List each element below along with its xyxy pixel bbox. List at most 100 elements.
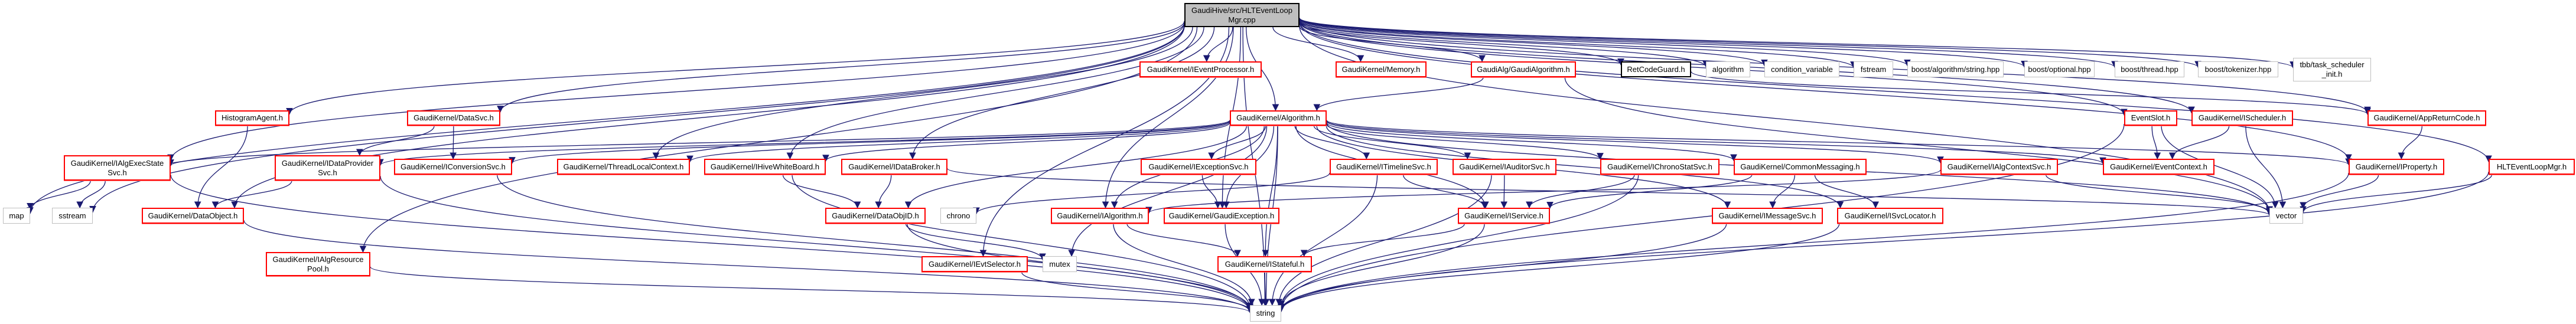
edge-HLTEventLoopMgr-to-string [1278,171,2489,313]
edge-IProperty-to-vector [2300,174,2379,209]
edge-root-to-algorithm [1299,21,1709,68]
edge-IHiveWhiteBoard-to-string [792,174,1253,310]
node-mutex[interactable]: mutex [1043,256,1077,272]
node-threadlocalcontext[interactable]: GaudiKernel/ThreadLocalContext.h [557,159,690,175]
node-sstream[interactable]: sstream [52,208,93,224]
edge-IService-to-string [1278,223,1485,308]
node-iconversionsvc[interactable]: GaudiKernel/IConversionSvc.h [394,159,512,175]
node-histogramagent[interactable]: HistogramAgent.h [215,110,289,126]
edge-root-to-tbb [1299,17,2297,68]
node-chrono[interactable]: chrono [940,208,976,224]
edge-Algorithm-to-IStateful [1262,125,1278,257]
node-iproperty[interactable]: GaudiKernel/IProperty.h [2349,159,2444,175]
node-ihivewhiteboard[interactable]: GaudiKernel/IHiveWhiteBoard.h [704,159,826,175]
edge-DataSvc-to-IConversionSvc [450,125,457,160]
edge-IScheduler-to-vector [2245,125,2287,209]
edge-root-to-boost_string [1299,19,1911,67]
edge-root-to-IProperty [1299,22,2352,162]
node-idatabroker[interactable]: GaudiKernel/IDataBroker.h [841,159,947,175]
edge-IDataProviderSvc-to-string [380,176,1253,312]
node-root[interactable]: GaudiHive/src/HLTEventLoop Mgr.cpp [1184,3,1300,27]
node-iservice[interactable]: GaudiKernel/IService.h [1458,208,1550,224]
edge-Algorithm-to-IAlgContextSvc [1326,120,1944,163]
node-memory[interactable]: GaudiKernel/Memory.h [1336,61,1427,77]
edge-root-to-IHiveWhiteBoard [786,27,1204,160]
edge-root-to-condition_variable [1299,20,1768,67]
node-eventcontext[interactable]: GaudiKernel/EventContext.h [2103,159,2214,175]
edge-root-to-RetCodeGuard [1299,22,1624,66]
node-itimelinesvc[interactable]: GaudiKernel/ITimelineSvc.h [1330,159,1438,175]
node-boost-optional[interactable]: boost/optional.hpp [2024,61,2095,77]
edge-CommonMessaging-to-IMessageSvc [1769,174,1796,209]
edge-root-to-HLTEventLoopMgr [1299,21,2492,163]
edge-Algorithm-to-EventContext [1326,120,2106,165]
edge-DataObject-to-string [243,220,1253,313]
edge-ITimelineSvc-to-chrono [973,172,1330,215]
edge-IHiveWhiteBoard-to-DataObjID [782,174,861,209]
node-iauditorsvc[interactable]: GaudiKernel/IAuditorSvc.h [1453,159,1556,175]
node-hlteventloopmgr[interactable]: HLTEventLoopMgr.h [2489,159,2575,175]
edge-root-to-boost_thread [1299,18,2118,68]
edge-HLTEventLoopMgr-to-vector [2300,174,2493,213]
node-algorithm[interactable]: algorithm [1706,61,1750,77]
node-boost-tokenizer[interactable]: boost/tokenizer.hpp [2198,61,2278,77]
edge-EventSlot-to-string [1278,123,2125,311]
node-boost-string[interactable]: boost/algorithm/string.hpp [1907,61,2004,77]
node-iexceptionsvc[interactable]: GaudiKernel/IExceptionSvc.h [1141,159,1256,175]
node-ialgresourcepool[interactable]: GaudiKernel/IAlgResource Pool.h [266,252,370,276]
node-tbb[interactable]: tbb/task_scheduler _init.h [2293,58,2371,81]
node-retcodeguard[interactable]: RetCodeGuard.h [1621,61,1691,77]
node-gaudialgorithm[interactable]: GaudiAlg/GaudiAlgorithm.h [1471,61,1576,77]
edge-IConversionSvc-to-string [497,174,1253,312]
node-gaudiexception[interactable]: GaudiKernel/GaudiException.h [1164,208,1279,224]
node-idataprovidersvc[interactable]: GaudiKernel/IDataProvider Svc.h [275,155,380,181]
edge-IDataProviderSvc-to-DataObject [211,180,292,209]
node-isvclocator[interactable]: GaudiKernel/ISvcLocator.h [1837,208,1943,224]
node-istateful[interactable]: GaudiKernel/IStateful.h [1217,256,1312,272]
edge-Algorithm-to-ThreadLocalContext [686,121,1230,163]
node-algorithm[interactable]: GaudiKernel/Algorithm.h [1230,110,1327,126]
node-condition-variable[interactable]: condition_variable [1764,61,1839,77]
edge-IAlgContextSvc-to-IAlgorithm [1145,169,1941,214]
edge-root-to-map [27,24,1185,214]
node-ichronostatsvc[interactable]: GaudiKernel/IChronoStatSvc.h [1600,159,1719,175]
node-eventslot[interactable]: EventSlot.h [2124,110,2177,126]
edge-root-to-IAlgExecStateSvc [167,22,1185,162]
edge-EventSlot-to-vector [2161,125,2279,209]
edge-RetCodeGuard-to-AppReturnCode [1691,71,2371,115]
edge-DataObjID-to-string [907,223,1253,310]
node-boost-thread[interactable]: boost/thread.hpp [2115,61,2184,77]
node-fstream[interactable]: fstream [1854,61,1893,77]
node-imessagesvc[interactable]: GaudiKernel/IMessageSvc.h [1712,208,1823,224]
node-dataobjid[interactable]: GaudiKernel/DataObjID.h [825,208,926,224]
node-appreturncode[interactable]: GaudiKernel/AppReturnCode.h [2367,110,2486,126]
node-ievtselector[interactable]: GaudiKernel/IEvtSelector.h [921,256,1028,272]
edge-root-to-boost_tokenizer [1299,18,2202,68]
node-ischeduler[interactable]: GaudiKernel/IScheduler.h [2191,110,2293,126]
edge-HistogramAgent-to-DataObject [194,125,248,209]
node-ieventprocessor[interactable]: GaudiKernel/IEventProcessor.h [1139,61,1262,77]
node-commonmessaging[interactable]: GaudiKernel/CommonMessaging.h [1734,159,1867,175]
edge-IDataBroker-to-vector [947,168,2273,216]
node-ialgexecstatesvc[interactable]: GaudiKernel/IAlgExecState Svc.h [64,155,171,181]
edge-AppReturnCode-to-IProperty [2398,125,2423,160]
edge-ITimelineSvc-to-string [1268,174,1378,306]
edge-root-to-IAlgorithm [1102,27,1234,209]
edge-EventSlot-to-EventContext [2151,125,2161,160]
edge-IAlgorithm-to-string [1113,223,1255,306]
edge-Algorithm-to-IHiveWhiteBoard [822,122,1230,162]
node-map[interactable]: map [3,208,30,224]
node-ialgcontextsvc[interactable]: GaudiKernel/IAlgContextSvc.h [1940,159,2058,175]
edge-Algorithm-to-mutex [1068,125,1268,257]
node-dataobject[interactable]: GaudiKernel/DataObject.h [142,208,244,224]
edge-root-to-IDataBroker [909,27,1215,160]
node-ialgorithm[interactable]: GaudiKernel/IAlgorithm.h [1051,208,1149,224]
edge-Algorithm-to-IChronoStatSvc [1326,124,1604,160]
edge-IScheduler-to-EventContext [2168,125,2230,160]
edge-IAlgExecStateSvc-to-string [170,174,1253,312]
node-string[interactable]: string [1250,305,1281,322]
node-vector[interactable]: vector [2269,208,2303,224]
edge-IAlgContextSvc-to-vector [2045,174,2273,214]
edge-IAlgResourcePool-to-string [370,266,1253,313]
node-datasvc[interactable]: GaudiKernel/DataSvc.h [407,110,500,126]
